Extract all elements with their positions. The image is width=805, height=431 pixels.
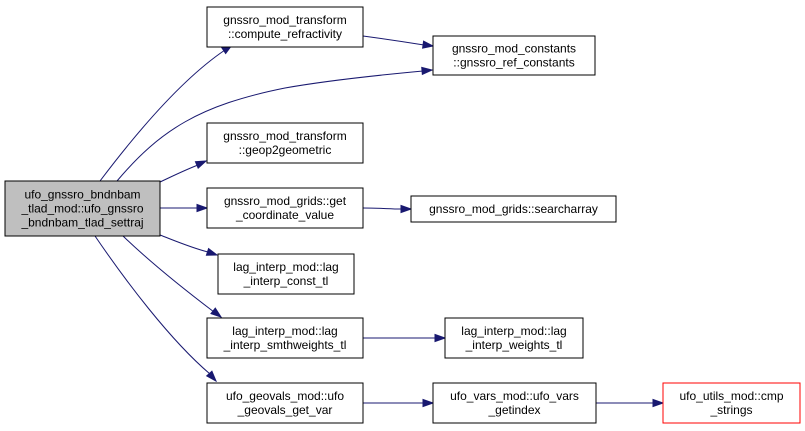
node-label-line: _tlad_mod::ufo_gnssro <box>20 202 143 216</box>
node-box <box>444 317 584 359</box>
node-ufo-vars-getindex[interactable]: ufo_vars_mod::ufo_vars_getindex <box>432 382 597 424</box>
edge-root-to-ufo_geovals_get_var <box>94 235 218 383</box>
node-label-line: gnssro_mod_transform <box>223 129 346 143</box>
node-lag-interp-smthweights-tl[interactable]: lag_interp_mod::lag_interp_smthweights_t… <box>206 317 364 359</box>
edge-arrowhead <box>434 333 447 343</box>
edge-arrowhead <box>210 307 223 318</box>
node-label-line: lag_interp_mod::lag <box>232 324 337 338</box>
edge-line <box>362 35 425 46</box>
node-label-line: ufo_vars_mod::ufo_vars <box>450 389 579 403</box>
node-box <box>410 195 617 223</box>
node-label-line: _coordinate_value <box>235 208 334 222</box>
edge-root-to-lag_interp_smthweights_tl <box>122 235 223 318</box>
node-geop2geometric[interactable]: gnssro_mod_transform::geop2geometric <box>206 122 364 164</box>
edge-arrowhead <box>196 203 209 213</box>
node-get-coordinate-value[interactable]: gnssro_mod_grids::get_coordinate_value <box>206 187 364 229</box>
edge-arrowhead <box>422 398 435 408</box>
node-lag-interp-const-tl[interactable]: lag_interp_mod::lag_interp_const_tl <box>217 253 355 295</box>
node-searcharray[interactable]: gnssro_mod_grids::searcharray <box>410 195 617 223</box>
edge-arrowhead <box>205 247 219 256</box>
node-box <box>4 180 161 237</box>
node-label-line: _interp_const_tl <box>243 274 329 288</box>
node-root[interactable]: ufo_gnssro_bndnbam_tlad_mod::ufo_gnssro_… <box>4 180 161 237</box>
node-box <box>432 382 597 424</box>
node-box <box>206 122 364 164</box>
node-label-line: ufo_utils_mod::cmp <box>679 389 783 403</box>
edge-root-to-get_coordinate_value <box>160 203 209 213</box>
node-label-line: ufo_geovals_mod::ufo <box>226 389 344 403</box>
node-label-line: _interp_smthweights_tl <box>223 338 347 352</box>
node-box <box>206 6 364 48</box>
edge-get_coordinate_value-to-searcharray <box>362 204 413 214</box>
node-lag-interp-weights-tl[interactable]: lag_interp_mod::lag_interp_weights_tl <box>444 317 584 359</box>
edge-compute_refractivity-to-gnssro_ref_constants <box>362 35 435 49</box>
node-box <box>662 382 801 424</box>
edge-root-to-geop2geometric <box>159 160 208 183</box>
edge-arrowhead <box>652 398 665 408</box>
node-label-line: gnssro_mod_grids::get <box>224 194 347 208</box>
node-label-line: gnssro_mod_constants <box>452 42 576 56</box>
call-graph-edges <box>94 35 665 408</box>
node-label-line: gnssro_mod_grids::searcharray <box>429 202 598 216</box>
edge-arrowhead <box>422 40 435 49</box>
edge-line <box>159 164 199 183</box>
node-ufo-geovals-get-var[interactable]: ufo_geovals_mod::ufo_geovals_get_var <box>206 382 364 424</box>
edge-line <box>94 235 211 375</box>
node-box <box>206 187 364 229</box>
node-label-line: _interp_weights_tl <box>465 338 563 352</box>
node-label-line: lag_interp_mod::lag <box>233 260 338 274</box>
node-label-line: _strings <box>709 403 752 417</box>
edge-arrowhead <box>421 66 434 76</box>
node-compute-refractivity[interactable]: gnssro_mod_transform::compute_refractivi… <box>206 6 364 48</box>
node-label-line: ufo_gnssro_bndnbam <box>24 188 140 202</box>
node-box <box>206 317 364 359</box>
edge-ufo_geovals_get_var-to-ufo_vars_getindex <box>363 398 435 408</box>
node-label-line: ::geop2geometric <box>239 143 332 157</box>
node-label-line: _getindex <box>487 403 540 417</box>
edge-line <box>159 234 209 253</box>
edge-arrowhead <box>400 204 413 214</box>
edge-line <box>362 207 402 210</box>
edge-root-to-gnssro_ref_constants <box>116 66 434 182</box>
node-box <box>432 35 596 76</box>
edge-ufo_vars_getindex-to-cmp_strings <box>596 398 665 408</box>
node-gnssro-ref-constants[interactable]: gnssro_mod_constants::gnssro_ref_constan… <box>432 35 596 76</box>
node-label-line: _geovals_get_var <box>237 403 333 417</box>
edge-root-to-lag_interp_const_tl <box>159 234 219 256</box>
node-label-line: ::gnssro_ref_constants <box>453 56 574 70</box>
edge-line <box>122 235 215 313</box>
edge-line <box>99 49 226 182</box>
node-label-line: _bndnbam_tlad_settraj <box>20 216 143 230</box>
node-cmp-strings[interactable]: ufo_utils_mod::cmp_strings <box>662 382 801 424</box>
call-graph-nodes: ufo_gnssro_bndnbam_tlad_mod::ufo_gnssro_… <box>4 6 801 424</box>
node-label-line: ::compute_refractivity <box>228 27 342 41</box>
edge-arrowhead <box>205 370 218 383</box>
edge-lag_interp_smthweights_tl-to-lag_interp_weights_tl <box>363 333 447 343</box>
edge-line <box>116 70 424 182</box>
node-label-line: lag_interp_mod::lag <box>461 324 566 338</box>
node-box <box>217 253 355 295</box>
node-label-line: gnssro_mod_transform <box>223 13 346 27</box>
edge-arrowhead <box>194 160 208 169</box>
node-box <box>206 382 364 424</box>
